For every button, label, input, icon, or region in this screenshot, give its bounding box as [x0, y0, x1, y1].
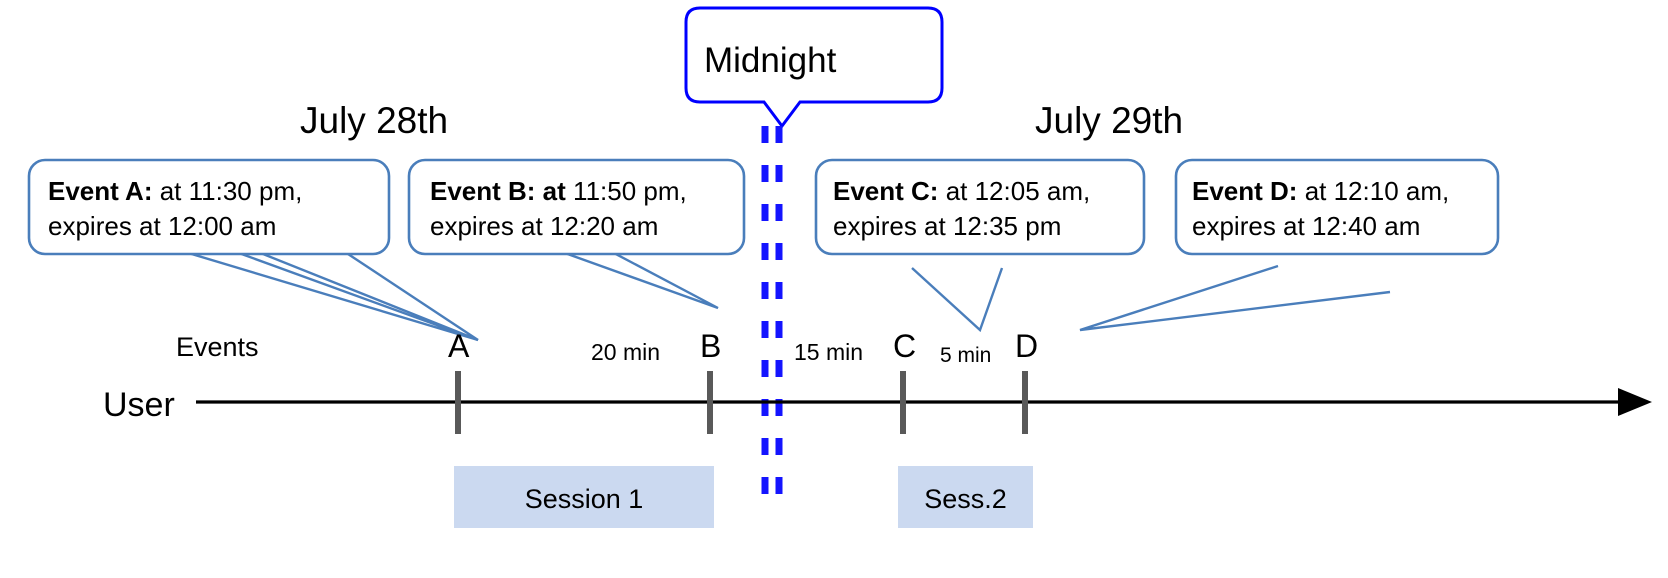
- gap-label-a-b: 20 min: [591, 339, 661, 365]
- callout-rest-event-d: at 12:10 am,: [1297, 176, 1450, 206]
- midnight-callout[interactable]: [684, 6, 944, 129]
- date-label-left: July 28th: [300, 100, 449, 141]
- callout-rest-event-b: 11:50 pm,: [565, 176, 687, 206]
- callout-rest-event-a: at 11:30 pm,: [152, 176, 303, 206]
- callout-text-event-d: Event D: at 12:10 am, expires at 12:40 a…: [1192, 174, 1449, 244]
- marker-letter-a: A: [448, 328, 470, 364]
- session-box-1: [454, 466, 714, 528]
- callout-box-event-b[interactable]: [407, 158, 746, 256]
- callout-bold-event-c: Event C:: [833, 176, 939, 206]
- marker-letter-c: C: [893, 328, 917, 364]
- callout-box-event-d[interactable]: [1174, 158, 1500, 256]
- gap-label-c-d: 5 min: [940, 344, 992, 367]
- leader-line-event-b2: [561, 250, 719, 310]
- callout-text-event-c: Event C: at 12:05 am, expires at 12:35 p…: [833, 174, 1090, 244]
- leader-line-event-b: [257, 250, 479, 342]
- marker-letter-b: B: [700, 328, 722, 364]
- axis-row-label-user: User: [103, 386, 175, 424]
- callout-box-event-c[interactable]: [814, 158, 1146, 256]
- timeline-markers: [455, 371, 1028, 434]
- midnight-dashed-line: [761, 126, 783, 500]
- midnight-label: Midnight: [704, 41, 837, 80]
- callout-bold-event-a: Event A:: [48, 176, 153, 206]
- axis-events-label: Events: [176, 332, 259, 362]
- timeline-axis: [196, 388, 1652, 416]
- callout-box-event-a[interactable]: [27, 158, 391, 256]
- callout-text-event-b: Event B: at 11:50 pm, expires at 12:20 a…: [430, 174, 687, 244]
- leader-line-event-a: [184, 250, 479, 342]
- gap-label-b-c: 15 min: [794, 339, 864, 365]
- leader-line-event-d: [1079, 264, 1391, 332]
- session-label-1: Session 1: [524, 484, 644, 514]
- leader-line-event-c: [911, 267, 1004, 333]
- callout-line2-event-b: expires at 12:20 am: [430, 211, 659, 242]
- callout-line2-event-c: expires at 12:35 pm: [833, 211, 1062, 242]
- session-box-2: [898, 466, 1033, 528]
- session-label-2: Sess.2: [924, 484, 1007, 514]
- callout-text-event-a: Event A: at 11:30 pm, expires at 12:00 a…: [48, 174, 302, 244]
- callout-line2-event-a: expires at 12:00 am: [48, 211, 277, 242]
- callout-bold-event-d: Event D:: [1192, 176, 1298, 206]
- callout-line2-event-d: expires at 12:40 am: [1192, 211, 1421, 242]
- date-label-right: July 29th: [1035, 100, 1184, 141]
- callout-rest-event-c: at 12:05 am,: [938, 176, 1091, 206]
- callout-bold-event-b: Event B: at: [430, 176, 566, 206]
- marker-letter-d: D: [1015, 328, 1039, 364]
